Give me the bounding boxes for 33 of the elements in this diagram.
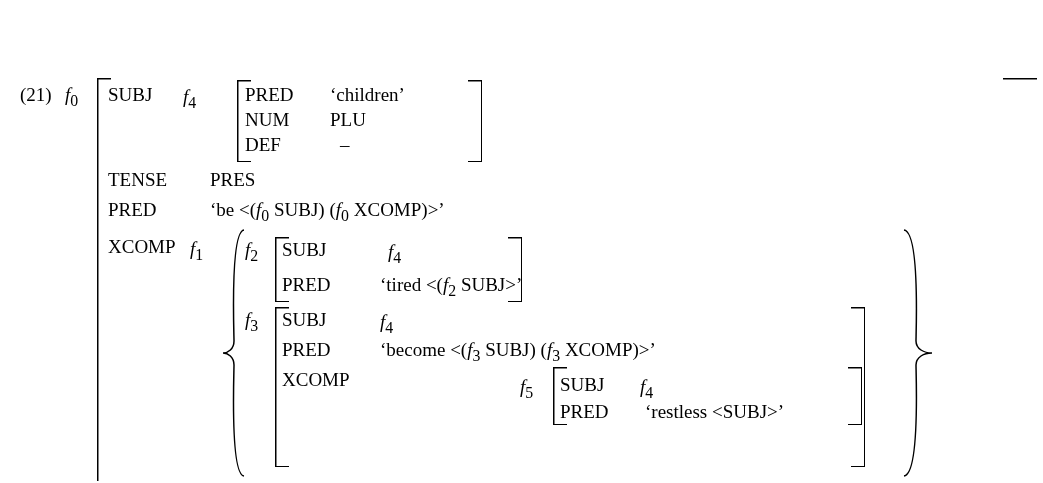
value-text: ‘become <(f$_{3}$ SUBJ) (f$_{3}$ XCOMP)>’: [380, 339, 656, 366]
f-structure-label: f$_{3}$: [245, 309, 259, 336]
set-braces: [222, 228, 934, 478]
attribute-label: PRED: [245, 84, 294, 106]
example-number: (21): [20, 84, 52, 106]
value-text: ‘restless <SUBJ>’: [645, 401, 785, 423]
attribute-label: PRED: [282, 339, 331, 361]
attribute-label: PRED: [560, 401, 609, 423]
f-structure-label: f$_{0}$: [65, 84, 79, 111]
attribute-label: PRED: [282, 274, 331, 296]
attribute-label: SUBJ: [282, 309, 327, 331]
f-structure-label: f$_{4}$: [183, 86, 197, 113]
attribute-label: DEF: [245, 134, 281, 156]
f-structure-label: f$_{2}$: [245, 239, 259, 266]
value-text: f$_{4}$: [640, 376, 654, 403]
value-text: ‘tired <(f$_{2}$ SUBJ>’: [380, 274, 523, 301]
value-text: PRES: [210, 169, 256, 191]
value-text: PLU: [330, 109, 366, 131]
f-structure-label: f$_{1}$: [190, 238, 204, 265]
attribute-label: XCOMP: [108, 236, 176, 258]
value-text: ‘be <(f$_{0}$ SUBJ) (f$_{0}$ XCOMP)>’: [210, 199, 445, 226]
value-text: f$_{4}$: [388, 241, 402, 268]
attribute-label: SUBJ: [282, 239, 327, 261]
attribute-label: PRED: [108, 199, 157, 221]
attribute-label: TENSE: [108, 169, 168, 191]
attribute-label: SUBJ: [560, 374, 605, 396]
attribute-label: NUM: [245, 109, 290, 131]
value-text: ‘children’: [330, 84, 405, 106]
value-text: f$_{4}$: [380, 311, 394, 338]
attribute-label: SUBJ: [108, 84, 153, 106]
attribute-label: XCOMP: [282, 369, 350, 391]
value-text: –: [340, 134, 350, 156]
f-structure-label: f$_{5}$: [520, 376, 534, 403]
